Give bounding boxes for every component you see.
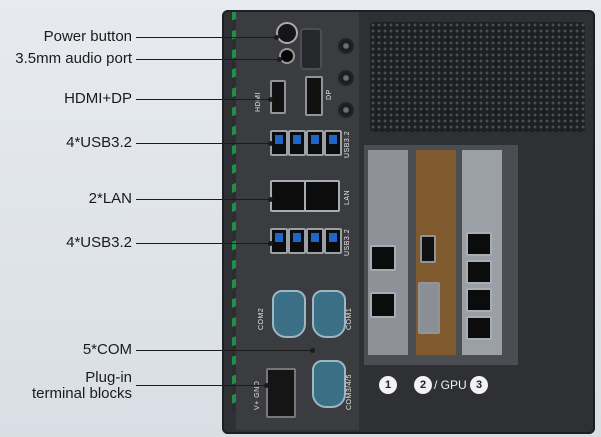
vent-grill [370, 22, 585, 132]
leader-dot [268, 241, 273, 246]
usb-port [324, 130, 342, 156]
leader-line [136, 243, 270, 244]
com1-label: COM1 [346, 307, 353, 330]
slot3-lan-port [466, 316, 492, 340]
screw [338, 102, 354, 118]
leader-dot [310, 348, 315, 353]
callout-hdmi-dp: HDMI+DP [64, 90, 132, 107]
usb-port [324, 228, 342, 254]
gpu-label: / GPU [434, 378, 467, 392]
leader-line [136, 143, 270, 144]
com-port [312, 290, 346, 338]
leader-line [136, 350, 312, 351]
power-button [276, 22, 298, 44]
slot3-lan-port [466, 260, 492, 284]
callout-usb-top: 4*USB3.2 [66, 134, 132, 151]
lan-label: LAN [344, 189, 351, 205]
usb-port [270, 228, 288, 254]
screw [338, 38, 354, 54]
callout-terminal-line1: Plug-in [85, 369, 132, 386]
callout-audio: 3.5mm audio port [15, 50, 132, 67]
callout-com: 5*COM [82, 341, 132, 358]
usb-port [288, 130, 306, 156]
slot-1-marker: 1 [379, 376, 397, 394]
usb-label-bottom: USB3.2 [344, 228, 351, 256]
leader-dot [268, 197, 273, 202]
slot1-lan-port [370, 292, 396, 318]
leader-line [136, 37, 276, 38]
com345-label: COM3/4/5 [346, 374, 353, 410]
leader-line [136, 199, 270, 200]
callout-usb-bottom: 4*USB3.2 [66, 234, 132, 251]
leader-line [136, 99, 270, 100]
lan-port [270, 180, 306, 212]
usb-port [288, 228, 306, 254]
com-port [272, 290, 306, 338]
usb-label-top: USB3.2 [344, 130, 351, 158]
dp-label: DP [326, 89, 333, 100]
com2-label: COM2 [258, 307, 265, 330]
slot-2-marker: 2 [414, 376, 432, 394]
terminal-block [266, 368, 296, 418]
slot3-lan-port [466, 232, 492, 256]
lan-port [304, 180, 340, 212]
leader-dot [268, 141, 273, 146]
antenna-cutout [300, 28, 322, 70]
gpu-dvi-port [418, 282, 440, 334]
usb-port [306, 228, 324, 254]
com-port [312, 360, 346, 408]
leader-dot [274, 35, 279, 40]
leader-line [136, 385, 266, 386]
gpu-hdmi-port [420, 235, 436, 263]
callout-terminal-line2: terminal blocks [31, 385, 132, 402]
slot3-lan-port [466, 288, 492, 312]
callout-lan: 2*LAN [88, 190, 132, 207]
leader-dot [268, 97, 273, 102]
slot1-lan-port [370, 245, 396, 271]
screw [338, 70, 354, 86]
leader-dot [264, 383, 269, 388]
leader-line [136, 59, 279, 60]
slot-3-marker: 3 [470, 376, 488, 394]
leader-dot [277, 57, 282, 62]
callout-power: Power button [43, 28, 132, 45]
dp-port [305, 76, 323, 116]
audio-jack [279, 48, 295, 64]
usb-port [306, 130, 324, 156]
hdmi-label: HDMI [255, 92, 262, 112]
